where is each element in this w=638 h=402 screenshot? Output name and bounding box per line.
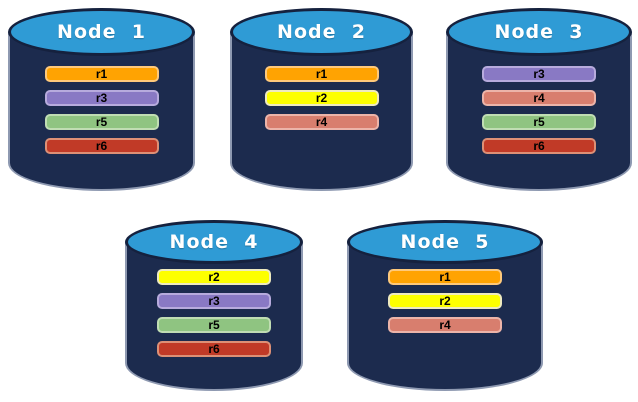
replica-list: r3 r4 r5 r6 xyxy=(446,66,632,162)
replica-bar-r5: r5 xyxy=(482,114,596,130)
replica-label: r1 xyxy=(315,67,328,81)
replica-label: r4 xyxy=(439,318,451,332)
replica-label: r1 xyxy=(439,270,451,284)
replica-label: r3 xyxy=(533,67,545,81)
replica-label: r3 xyxy=(208,294,220,308)
replica-bar-r1: r1 xyxy=(388,269,502,285)
node-title: Node 1 xyxy=(57,21,146,43)
cylinder-body xyxy=(230,32,413,191)
replica-label: r2 xyxy=(208,270,220,284)
replica-bar-r5: r5 xyxy=(157,317,271,333)
replica-bar-r2: r2 xyxy=(157,269,271,285)
replica-label: r6 xyxy=(208,342,220,356)
replica-bar-r2: r2 xyxy=(388,293,502,309)
replica-bar-r1: r1 xyxy=(44,66,159,82)
node-title: Node 3 xyxy=(494,21,584,43)
replica-label: r3 xyxy=(95,91,108,105)
replica-bar-r2: r2 xyxy=(264,90,379,106)
replica-bar-r6: r6 xyxy=(482,138,596,154)
replica-label: r2 xyxy=(315,91,328,105)
replica-list: r1 r2 r4 xyxy=(347,269,543,341)
replica-bar-r3: r3 xyxy=(482,66,596,82)
replica-bar-r6: r6 xyxy=(157,341,271,357)
replica-label: r2 xyxy=(439,294,451,308)
replica-label: r4 xyxy=(315,115,328,129)
cylinder-body xyxy=(446,32,632,191)
replica-bar-r5: r5 xyxy=(44,114,159,130)
replica-bar-r4: r4 xyxy=(388,317,502,333)
replica-list: r1 r2 r4 xyxy=(230,66,413,138)
replica-bar-r3: r3 xyxy=(157,293,271,309)
node-5-cylinder: Node 5 r1 r2 r4 xyxy=(347,220,543,391)
cylinder-body xyxy=(8,32,195,191)
node-2-cylinder: Node 2 r1 r2 r4 xyxy=(230,8,413,191)
replica-label: r5 xyxy=(95,115,108,129)
replica-bar-r4: r4 xyxy=(264,114,379,130)
replica-label: r6 xyxy=(95,139,108,153)
node-title: Node 2 xyxy=(277,21,366,43)
node-title: Node 5 xyxy=(400,231,490,253)
replica-list: r1 r3 r5 r6 xyxy=(8,66,195,162)
cylinder-body xyxy=(125,242,303,391)
cylinder-top-ellipse: Node 3 xyxy=(446,8,632,56)
replica-bar-r4: r4 xyxy=(482,90,596,106)
cylinder-top-ellipse: Node 2 xyxy=(230,8,413,56)
cylinder-body xyxy=(347,242,543,391)
cylinder-top-ellipse: Node 4 xyxy=(125,220,303,264)
node-4-cylinder: Node 4 r2 r3 r5 r6 xyxy=(125,220,303,391)
node-1-cylinder: Node 1 r1 r3 r5 r6 xyxy=(8,8,195,191)
replica-label: r5 xyxy=(208,318,220,332)
node-title: Node 4 xyxy=(169,231,259,253)
replica-list: r2 r3 r5 r6 xyxy=(125,269,303,365)
replica-label: r1 xyxy=(95,67,108,81)
replica-label: r5 xyxy=(533,115,545,129)
cylinder-top-ellipse: Node 1 xyxy=(8,8,195,56)
cylinder-top-ellipse: Node 5 xyxy=(347,220,543,264)
replica-label: r4 xyxy=(533,91,545,105)
replica-label: r6 xyxy=(533,139,545,153)
replica-bar-r6: r6 xyxy=(44,138,159,154)
node-3-cylinder: Node 3 r3 r4 r5 r6 xyxy=(446,8,632,191)
replica-bar-r1: r1 xyxy=(264,66,379,82)
replica-bar-r3: r3 xyxy=(44,90,159,106)
